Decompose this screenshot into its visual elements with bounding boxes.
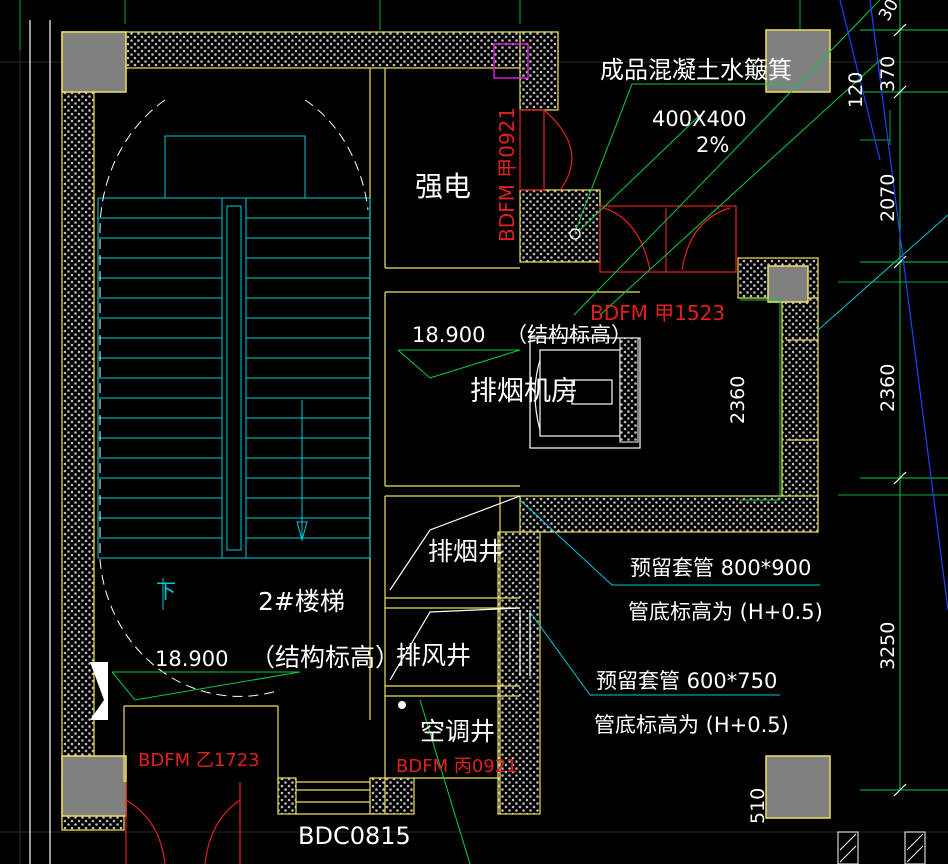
dim-370: 370 [877, 56, 899, 92]
leader-lines-cyan [519, 214, 948, 696]
axis-blue-lines [839, 0, 948, 611]
label-smoke-shaft: 排烟井 [428, 537, 503, 566]
dimension-lines [740, 0, 948, 791]
doors [125, 109, 737, 864]
label-sleeve-2-bottom: 管底标高为 (H+0.5) [594, 713, 789, 737]
label-struct-note-1: （结构标高） [506, 323, 632, 347]
fan-duct-hatch [619, 337, 639, 443]
leader-lines [419, 0, 881, 864]
bottom-right-hatch [837, 831, 926, 864]
label-elev-smoke-room: 18.900 [412, 323, 485, 347]
label-ac-shaft: 空调井 [420, 717, 495, 746]
shaft-diagonals [389, 495, 531, 681]
label-struct-note-2: （结构标高） [250, 643, 400, 672]
pipe-magenta [493, 43, 529, 79]
label-fire-door-2: BDFM 甲1523 [590, 301, 725, 325]
label-sleeve-2: 预留套管 600*750 [596, 669, 777, 693]
label-stair-name: 2#楼梯 [258, 587, 345, 616]
stair-arrow [162, 400, 308, 610]
label-fire-door-1: BDFM 甲0921 [495, 107, 519, 242]
label-smoke-fan-room: 排烟机房 [470, 376, 578, 407]
label-exhaust-shaft: 排风井 [396, 641, 471, 670]
dim-120: 120 [845, 72, 867, 108]
column-bottom-left [61, 755, 127, 817]
dimension-ticks [893, 23, 907, 797]
stair-walls [61, 31, 819, 831]
label-fire-door-3: BDFM 乙1723 [138, 750, 260, 771]
label-sump-slope: 2% [696, 133, 729, 157]
column-mid-right [767, 265, 809, 303]
label-sleeve-1-bottom: 管底标高为 (H+0.5) [628, 600, 823, 624]
label-window: BDC0815 [298, 822, 411, 850]
column-top-right [765, 29, 831, 93]
columns [61, 29, 831, 819]
green-grid-lines [19, 0, 948, 496]
dim-3250: 3250 [877, 622, 899, 670]
stair-walkline [99, 99, 369, 697]
label-finished-sump: 成品混凝土水簸箕 [600, 56, 792, 84]
label-sump-size: 400X400 [652, 107, 747, 131]
elev-marks [111, 349, 521, 701]
stair-steps [98, 197, 370, 559]
ac-drain [398, 701, 406, 709]
column-bottom-right [765, 755, 831, 819]
dim-510: 510 [747, 788, 769, 824]
white-wedge [90, 662, 108, 720]
dim-2360-room: 2360 [727, 376, 749, 424]
floor-drain [569, 228, 581, 240]
label-strong-power: 强电 [415, 170, 471, 203]
column-top-left [61, 31, 127, 93]
label-stair-elev: 18.900 [155, 647, 228, 671]
dim-2360-right: 2360 [877, 364, 899, 412]
label-sleeve-1: 预留套管 800*900 [630, 556, 811, 580]
dim-2070: 2070 [877, 174, 899, 222]
label-fire-door-4: BDFM 丙0921 [396, 756, 518, 777]
left-boundary [29, 20, 51, 864]
label-down-mark: 下 [156, 579, 176, 603]
